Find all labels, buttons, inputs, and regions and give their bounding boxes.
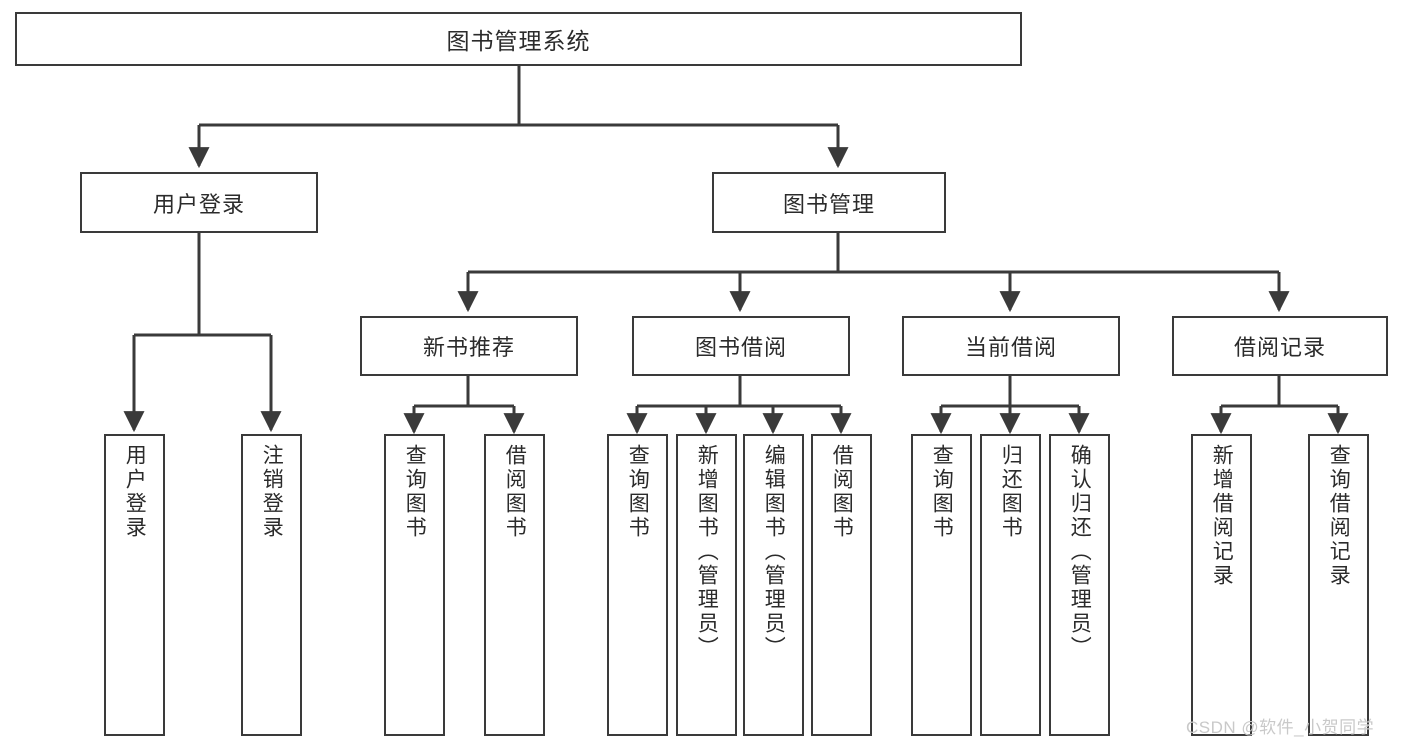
- node-label: 图书借阅: [694, 335, 787, 360]
- node-label: 查询借阅记录: [1327, 444, 1351, 588]
- node-leaf-add-book[interactable]: 新增图书（管理员）: [676, 434, 737, 736]
- node-book-management[interactable]: 图书管理: [712, 172, 946, 233]
- node-label: 用户登录: [152, 191, 245, 217]
- node-label: 归还图书: [999, 444, 1023, 540]
- node-current-borrow[interactable]: 当前借阅: [902, 316, 1120, 376]
- node-leaf-query-borrow-record[interactable]: 查询借阅记录: [1308, 434, 1369, 736]
- node-label: 确认归还（管理员）: [1068, 444, 1092, 660]
- node-label: 查询图书: [626, 444, 650, 540]
- node-leaf-add-borrow-record[interactable]: 新增借阅记录: [1191, 434, 1252, 736]
- node-leaf-edit-book[interactable]: 编辑图书（管理员）: [743, 434, 804, 736]
- node-label: 注销登录: [260, 444, 284, 540]
- node-leaf-query-book-2[interactable]: 查询图书: [607, 434, 668, 736]
- node-label: 查询图书: [403, 444, 427, 540]
- node-leaf-borrow-book-1[interactable]: 借阅图书: [484, 434, 545, 736]
- node-label: 编辑图书（管理员）: [762, 444, 786, 660]
- node-root-system[interactable]: 图书管理系统: [15, 12, 1022, 66]
- node-user-login[interactable]: 用户登录: [80, 172, 318, 233]
- node-leaf-confirm-return[interactable]: 确认归还（管理员）: [1049, 434, 1110, 736]
- node-label: 借阅图书: [830, 444, 854, 540]
- node-label: 新增图书（管理员）: [695, 444, 719, 660]
- node-borrow-record[interactable]: 借阅记录: [1172, 316, 1388, 376]
- node-label: 新书推荐: [422, 335, 515, 360]
- node-label: 图书管理系统: [446, 28, 591, 54]
- node-new-book-recommend[interactable]: 新书推荐: [360, 316, 578, 376]
- node-label: 借阅记录: [1233, 335, 1326, 360]
- node-label: 用户登录: [123, 444, 147, 540]
- node-leaf-return-book[interactable]: 归还图书: [980, 434, 1041, 736]
- node-leaf-user-login[interactable]: 用户登录: [104, 434, 165, 736]
- node-label: 查询图书: [930, 444, 954, 540]
- node-leaf-query-book-1[interactable]: 查询图书: [384, 434, 445, 736]
- node-book-borrow[interactable]: 图书借阅: [632, 316, 850, 376]
- node-label: 当前借阅: [964, 335, 1057, 360]
- node-leaf-query-book-3[interactable]: 查询图书: [911, 434, 972, 736]
- node-label: 新增借阅记录: [1210, 444, 1234, 588]
- node-label: 图书管理: [782, 191, 875, 217]
- node-leaf-logout-login[interactable]: 注销登录: [241, 434, 302, 736]
- node-label: 借阅图书: [503, 444, 527, 540]
- node-leaf-borrow-book-2[interactable]: 借阅图书: [811, 434, 872, 736]
- csdn-watermark: CSDN @软件_小贺同学: [1186, 718, 1375, 737]
